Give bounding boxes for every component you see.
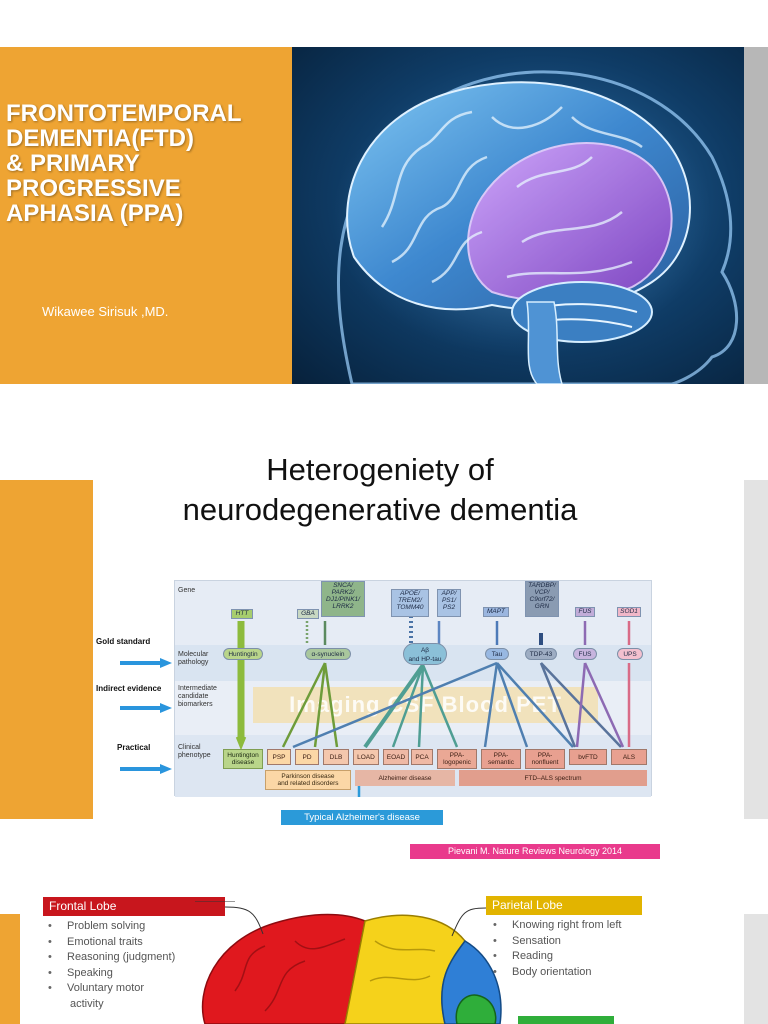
phenotype-dlb: DLB	[323, 749, 349, 765]
author-name: Wikawee Sirisuk ,MD.	[42, 304, 169, 319]
orange-side-bar	[0, 480, 93, 819]
lobes-brain-image	[195, 901, 502, 1024]
indirect-evidence-arrow-icon	[120, 703, 172, 713]
molecule-ups: UPS	[617, 648, 643, 660]
brain-image	[332, 70, 739, 384]
slide-heading: Heterogeniety of neurodegenerative demen…	[182, 452, 578, 527]
gene-apoe: APOE/ TREM2/ TOMM40	[391, 589, 429, 617]
molecule-tdp43: TDP-43	[525, 648, 557, 660]
gene-snca: SNCA/ PARK2/ DJ1/PINK1/ LRRK2	[321, 581, 365, 617]
phenotype-load: LOAD	[353, 749, 379, 765]
molecule-tau: Tau	[485, 648, 509, 660]
group-ftd-als: FTD–ALS spectrum	[459, 770, 647, 786]
phenotype-pd: PD	[295, 749, 319, 765]
phenotype-pca: PCA	[411, 749, 433, 765]
gene-gba: GBA	[297, 609, 319, 619]
group-parkinson: Parkinson disease and related disorders	[265, 770, 351, 790]
frontal-item: Problem solving	[43, 919, 175, 935]
citation-label: Pievani M. Nature Reviews Neurology 2014	[410, 844, 660, 859]
parietal-item: Reading	[488, 949, 621, 965]
practical-label: Practical	[117, 743, 151, 752]
indirect-evidence-label: Indirect evidence	[96, 684, 162, 693]
frontal-item: Speaking	[43, 966, 175, 982]
frontal-item: Emotional traits	[43, 935, 175, 951]
molecule-synuclein: α-synuclein	[305, 648, 351, 660]
group-alzheimer: Alzheimer disease	[355, 770, 455, 786]
molecule-huntingtin: Huntingtin	[223, 648, 263, 660]
molecule-fus: FUS	[573, 648, 597, 660]
parietal-lobe-title: Parietal Lobe	[486, 896, 642, 915]
phenotype-huntington: Huntington disease	[223, 749, 263, 769]
abeta-sublabel: and HP-tau	[408, 656, 442, 663]
clinical-row-label: Clinical phenotype	[178, 744, 211, 759]
gold-standard-label: Gold standard	[96, 637, 151, 646]
phenotype-psp: PSP	[267, 749, 291, 765]
neurodegeneration-diagram: Gene Molecular pathology Intermediate ca…	[174, 580, 652, 797]
frontal-item: Voluntary motor	[43, 981, 175, 997]
gene-htt: HTT	[231, 609, 253, 619]
parietal-item: Knowing right from left	[488, 918, 621, 934]
brain-illustration	[292, 47, 744, 384]
slide-title: FRONTOTEMPORAL DEMENTIA(FTD) & PRIMARY P…	[6, 100, 242, 227]
phenotype-eoad: EOAD	[383, 749, 409, 765]
molecule-abeta: Aβ and HP-tau	[403, 643, 447, 665]
molecular-row-label: Molecular pathology	[178, 651, 209, 666]
biomarker-row-label: Intermediate candidate biomarkers	[178, 685, 217, 708]
parietal-pointer-line	[451, 907, 486, 937]
parietal-item: Sensation	[488, 934, 621, 950]
phenotype-ppa-semantic: PPA- semantic	[481, 749, 521, 769]
orange-side-bar-3	[0, 914, 20, 1024]
gray-side-bar-3	[744, 914, 768, 1024]
imaging-biomarkers-banner: Imaging CSF Blood PET	[253, 687, 598, 723]
gene-fus: FUS	[575, 607, 595, 617]
gene-mapt: MAPT	[483, 607, 509, 617]
brain-lobes-slide: Frontal Lobe Problem solving Emotional t…	[0, 892, 768, 1024]
title-slide-gray-strip	[744, 47, 768, 384]
frontal-item: Reasoning (judgment)	[43, 950, 175, 966]
next-lobe-tag	[518, 1016, 614, 1024]
phenotype-als: ALS	[611, 749, 647, 765]
phenotype-bvftd: bvFTD	[569, 749, 607, 765]
frontal-pointer-line	[225, 906, 264, 935]
gold-standard-arrow-icon	[120, 658, 172, 668]
heterogeneity-slide: Heterogeniety of neurodegenerative demen…	[0, 418, 768, 859]
frontal-lobe-list: Problem solving Emotional traits Reasoni…	[43, 919, 175, 1012]
abeta-label: Aβ	[420, 647, 430, 654]
gray-side-bar	[744, 480, 768, 819]
frontal-lobe-title: Frontal Lobe	[43, 897, 225, 916]
gene-sod1: SOD1	[617, 607, 641, 617]
pathway-arrows	[235, 611, 631, 797]
gene-app: APP/ PS1/ PS2	[437, 589, 461, 617]
title-panel: FRONTOTEMPORAL DEMENTIA(FTD) & PRIMARY P…	[0, 47, 292, 384]
phenotype-ppa-logopenic: PPA- logopenic	[437, 749, 477, 769]
gene-row-label: Gene	[178, 587, 196, 594]
title-slide: FRONTOTEMPORAL DEMENTIA(FTD) & PRIMARY P…	[0, 47, 768, 384]
typical-alzheimer-label: Typical Alzheimer's disease	[281, 810, 443, 825]
practical-arrow-icon	[120, 764, 172, 774]
frontal-item-continued: activity	[70, 997, 104, 1010]
phenotype-ppa-nonfluent: PPA- nonfluent	[525, 749, 565, 769]
parietal-lobe-list: Knowing right from left Sensation Readin…	[488, 918, 621, 980]
parietal-item: Body orientation	[488, 965, 621, 981]
gene-tardbp: TARDBP/ VCP/ C9orf72/ GRN	[525, 581, 559, 617]
